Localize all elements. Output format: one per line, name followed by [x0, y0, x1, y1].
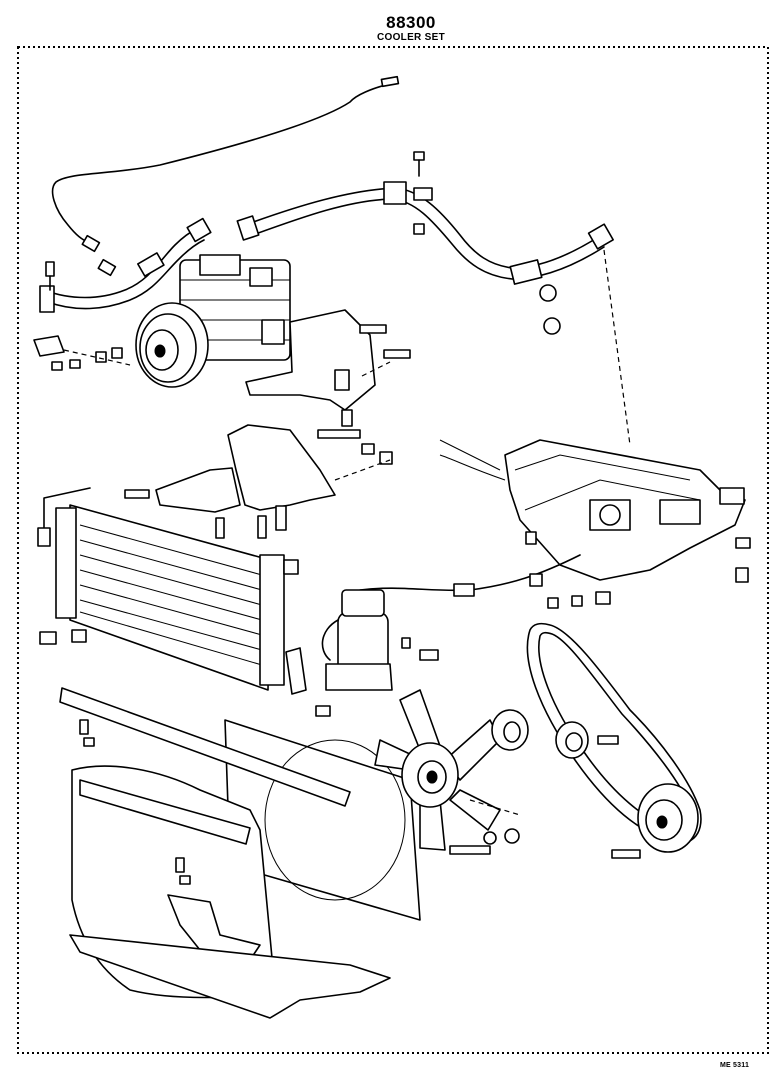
title-block: 88300 COOLER SET	[0, 13, 784, 44]
crankshaft-pulley	[611, 783, 699, 859]
condenser-bolts	[39, 629, 95, 747]
compressor-lower-bracket	[124, 424, 393, 539]
cooling-fan	[374, 689, 521, 855]
bolt-top	[413, 151, 425, 235]
receiver-drier	[315, 589, 439, 717]
evaporator-unit	[439, 439, 751, 583]
drawing-code: ME 5311	[720, 1062, 750, 1069]
grommet-lower	[543, 317, 561, 335]
fan-hub-spacer	[491, 709, 529, 751]
part-number: 88300	[386, 13, 436, 32]
part-name: COOLER SET	[376, 32, 445, 43]
radiator-lower-bracket	[69, 857, 391, 1019]
hose-route-line	[603, 249, 631, 446]
grommet-upper	[539, 284, 557, 302]
discharge-hose	[39, 217, 212, 313]
compressor-bracket-left	[33, 261, 131, 371]
thermostat-wire	[51, 75, 400, 277]
compressor-clutch-pulley	[135, 302, 209, 388]
liquid-line	[359, 554, 611, 609]
diagram-frame	[17, 46, 769, 1054]
fan-shroud	[59, 687, 421, 921]
compressor-mount-bracket	[245, 309, 411, 427]
condenser	[37, 487, 307, 695]
idler-pulley	[555, 721, 619, 759]
suction-hose	[236, 181, 614, 285]
